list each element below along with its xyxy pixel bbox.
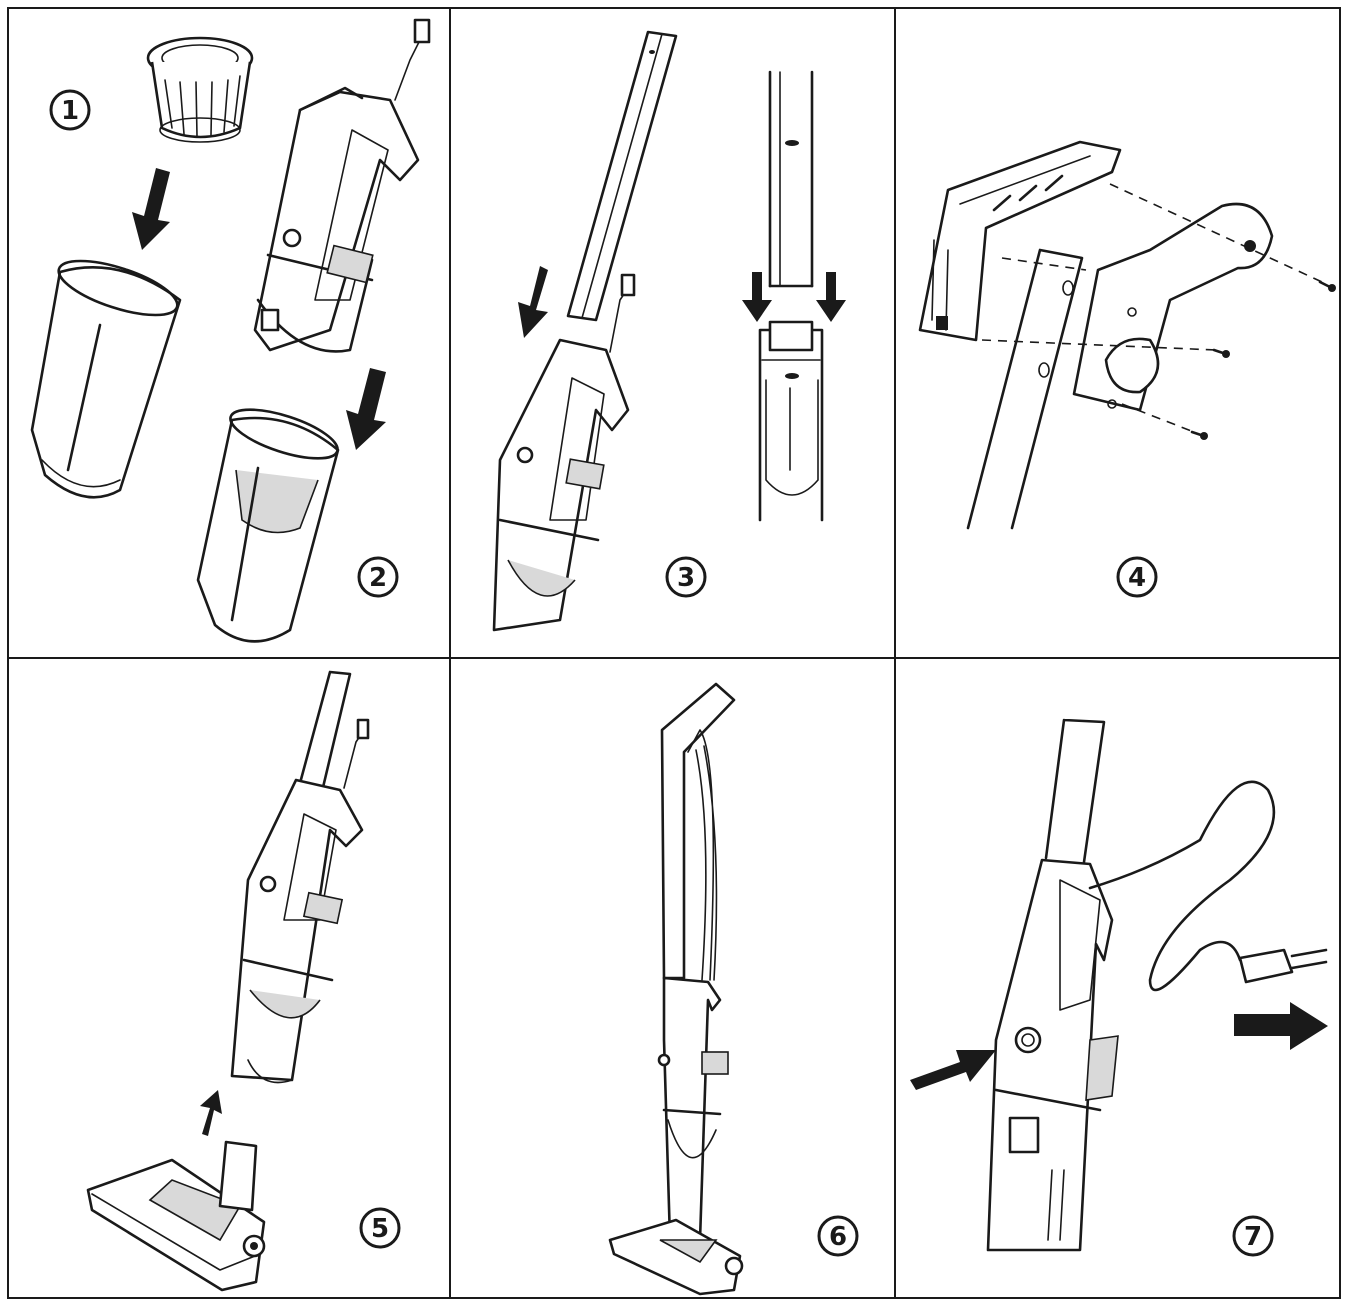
panel-step-3: 3 xyxy=(492,30,846,632)
dust-cup-icon xyxy=(30,259,182,499)
step-2-badge: 2 xyxy=(357,556,399,598)
step-4-badge: 4 xyxy=(1116,556,1158,598)
arrow-icon xyxy=(346,368,386,450)
extension-tube-icon xyxy=(294,670,352,802)
step-1-badge: 1 xyxy=(49,89,91,131)
step-3-badge: 3 xyxy=(665,556,707,598)
motor-handle-icon xyxy=(230,718,370,1084)
arrow-icon xyxy=(742,272,772,322)
arrow-icon xyxy=(132,168,170,250)
step-6-number: 6 xyxy=(829,1222,847,1252)
panel-step-4: 4 xyxy=(918,140,1336,598)
screw-icon xyxy=(1318,280,1336,292)
panel-grid xyxy=(7,7,1341,1299)
extension-tube-icon xyxy=(1044,718,1106,864)
handle-grip-icon xyxy=(1072,202,1274,412)
step-2-number: 2 xyxy=(369,563,387,593)
arrow-icon xyxy=(518,266,548,338)
vacuum-assembled-icon xyxy=(657,682,736,1242)
step-6-badge: 6 xyxy=(817,1215,859,1257)
floor-brush-icon xyxy=(608,1218,744,1296)
arrow-icon xyxy=(1234,1002,1328,1050)
step-5-badge: 5 xyxy=(359,1207,401,1249)
power-button-icon xyxy=(1014,1026,1042,1054)
dust-cup-icon xyxy=(196,408,340,643)
step-4-number: 4 xyxy=(1128,563,1146,593)
motor-handle-icon xyxy=(492,273,636,632)
handle-grip-icon xyxy=(918,140,1122,342)
motor-handle-icon xyxy=(253,18,431,353)
power-plug-icon xyxy=(1238,948,1328,984)
panel-step-6: 6 xyxy=(608,682,859,1296)
screw-icon xyxy=(1212,348,1230,358)
power-cord xyxy=(1088,780,1276,992)
panel-steps-1-2: 1 2 xyxy=(30,18,431,643)
panel-step-7: 7 xyxy=(910,718,1328,1257)
tube-joint-detail xyxy=(758,70,824,522)
motor-handle-icon xyxy=(986,858,1119,1252)
arrow-icon xyxy=(200,1090,222,1136)
screw-icon xyxy=(1190,430,1208,440)
arrow-icon xyxy=(910,1050,996,1090)
step-1-number: 1 xyxy=(61,96,79,126)
step-5-number: 5 xyxy=(371,1214,389,1244)
floor-brush-icon xyxy=(86,1140,266,1292)
step-3-number: 3 xyxy=(677,563,695,593)
filter-cone-icon xyxy=(146,36,254,143)
panel-step-5: 5 xyxy=(86,670,401,1292)
extension-tube-icon xyxy=(966,248,1084,530)
arrow-icon xyxy=(816,272,846,322)
step-7-number: 7 xyxy=(1244,1222,1262,1252)
extension-tube-icon xyxy=(566,30,678,322)
step-7-badge: 7 xyxy=(1232,1215,1274,1257)
